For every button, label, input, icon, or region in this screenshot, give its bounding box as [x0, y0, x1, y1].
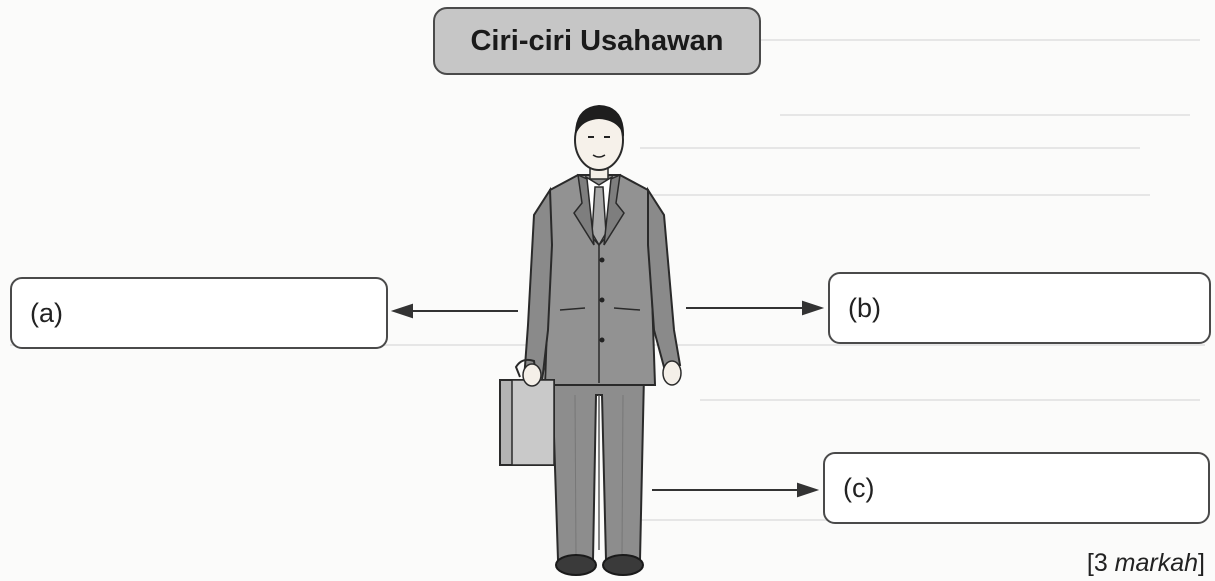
marks-close: ]	[1198, 549, 1205, 577]
answer-box-b: (b)	[828, 272, 1211, 344]
answer-box-c-label: (c)	[843, 472, 875, 503]
arrow-to-box-c	[652, 482, 820, 498]
answer-box-a: (a)	[10, 277, 388, 349]
answer-box-a-label: (a)	[30, 297, 63, 328]
answer-box-b-label: (b)	[848, 292, 881, 323]
arrow-to-box-b	[686, 300, 825, 316]
answer-box-c: (c)	[823, 452, 1210, 524]
marks-open: [3	[1086, 549, 1115, 577]
marks-label: [3 markah]	[1087, 549, 1205, 578]
arrow-to-box-a	[390, 303, 518, 319]
businessman-with-briefcase-icon	[499, 105, 682, 576]
diagram-title: Ciri-ciri Usahawan	[433, 7, 761, 75]
marks-word: markah	[1114, 549, 1199, 577]
